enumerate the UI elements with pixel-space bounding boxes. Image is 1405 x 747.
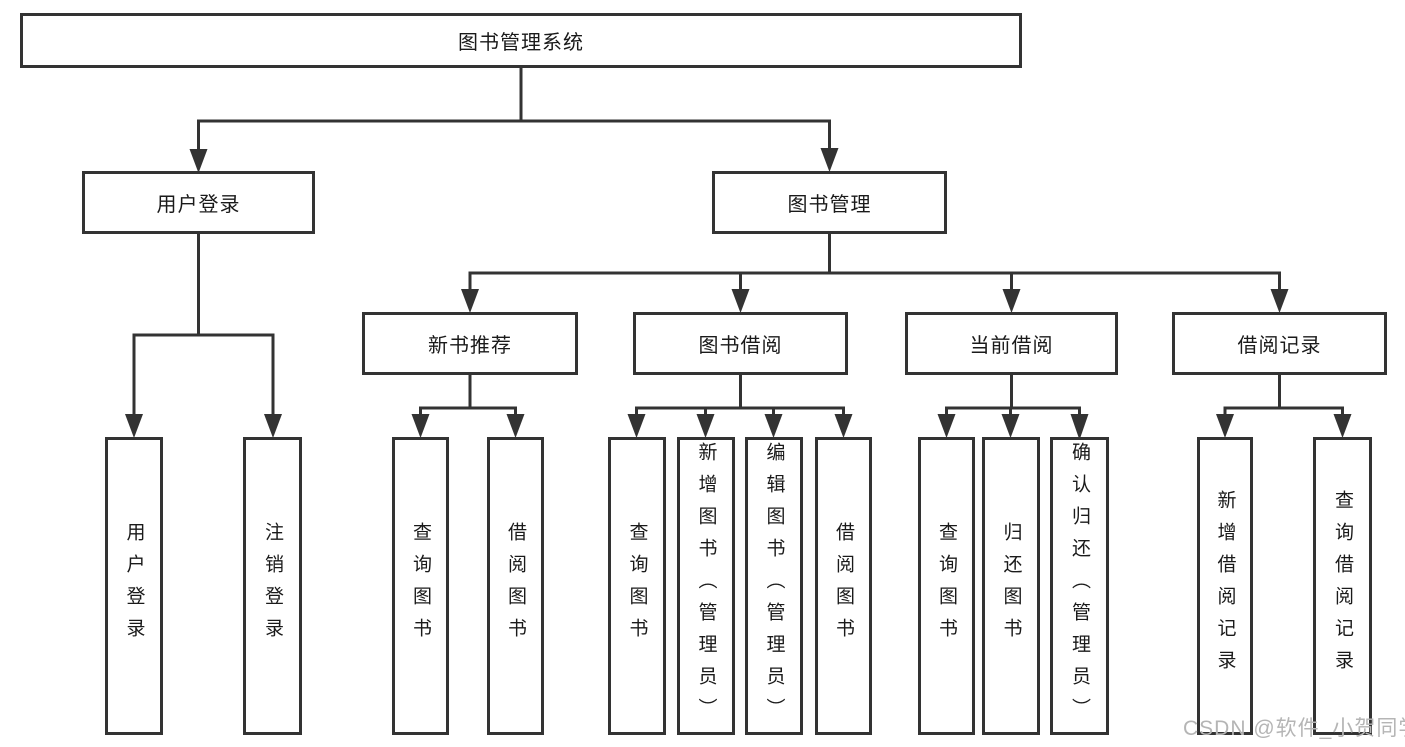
leaf-logout: 注销登录 xyxy=(243,437,302,735)
leaf-user-login-label: 用户登录 xyxy=(123,522,145,650)
node-borrow-record-label: 借阅记录 xyxy=(1237,335,1322,357)
leaf-borrow-book-1-label: 借阅图书 xyxy=(505,522,526,650)
arrow-down-icon xyxy=(731,289,750,313)
arrow-down-icon xyxy=(264,414,282,438)
node-current-borrow-label: 当前借阅 xyxy=(969,335,1054,357)
leaf-add-book-admin-label: 新增图书（管理员） xyxy=(695,442,717,730)
arrow-down-icon xyxy=(627,414,646,438)
arrow-down-icon xyxy=(461,289,479,313)
leaf-borrow-book-2: 借阅图书 xyxy=(815,437,872,735)
leaf-edit-book-admin: 编辑图书（管理员） xyxy=(745,437,803,735)
arrow-down-icon xyxy=(820,148,839,172)
leaf-query-book-1: 查询图书 xyxy=(392,437,449,735)
leaf-query-borrow-record: 查询借阅记录 xyxy=(1313,437,1372,735)
node-current-borrow: 当前借阅 xyxy=(905,312,1118,375)
arrow-down-icon xyxy=(834,414,853,438)
leaf-user-login: 用户登录 xyxy=(105,437,163,735)
node-user-login: 用户登录 xyxy=(82,171,315,234)
leaf-return-book: 归还图书 xyxy=(982,437,1040,735)
arrow-down-icon xyxy=(506,414,525,438)
arrow-down-icon xyxy=(696,414,715,438)
leaf-add-borrow-record: 新增借阅记录 xyxy=(1197,437,1253,735)
leaf-confirm-return-admin: 确认归还（管理员） xyxy=(1050,437,1109,735)
leaf-borrow-book-1: 借阅图书 xyxy=(487,437,544,735)
leaf-query-book-1-label: 查询图书 xyxy=(410,522,431,650)
leaf-add-borrow-record-label: 新增借阅记录 xyxy=(1214,490,1236,682)
leaf-query-book-3-label: 查询图书 xyxy=(936,522,957,650)
arrow-down-icon xyxy=(1070,414,1089,440)
leaf-borrow-book-2-label: 借阅图书 xyxy=(833,522,854,650)
leaf-query-book-3: 查询图书 xyxy=(918,437,975,735)
leaf-edit-book-admin-label: 编辑图书（管理员） xyxy=(763,442,785,730)
node-library-system: 图书管理系统 xyxy=(20,13,1022,68)
arrow-down-icon xyxy=(125,414,143,438)
leaf-query-borrow-record-label: 查询借阅记录 xyxy=(1332,490,1353,682)
arrow-down-icon xyxy=(189,149,208,173)
node-book-borrow: 图书借阅 xyxy=(633,312,848,375)
leaf-return-book-label: 归还图书 xyxy=(1000,522,1022,650)
leaf-query-book-2-label: 查询图书 xyxy=(626,522,648,650)
leaf-logout-label: 注销登录 xyxy=(262,522,283,650)
watermark: CSDN @软件_小贺同学 xyxy=(1183,717,1405,740)
node-book-management-label: 图书管理 xyxy=(787,194,872,216)
arrow-down-icon xyxy=(411,414,430,438)
node-borrow-record: 借阅记录 xyxy=(1172,312,1387,375)
node-new-book-recommend-label: 新书推荐 xyxy=(428,335,512,357)
node-new-book-recommend: 新书推荐 xyxy=(362,312,578,375)
node-book-borrow-label: 图书借阅 xyxy=(698,335,783,357)
node-user-login-label: 用户登录 xyxy=(156,194,241,216)
node-book-management: 图书管理 xyxy=(712,171,947,234)
arrow-down-icon xyxy=(1001,414,1020,438)
arrow-down-icon xyxy=(1333,414,1352,438)
arrow-down-icon xyxy=(1216,414,1234,438)
leaf-query-book-2: 查询图书 xyxy=(608,437,666,735)
arrow-down-icon xyxy=(1270,289,1289,313)
leaf-add-book-admin: 新增图书（管理员） xyxy=(677,437,735,735)
leaf-confirm-return-admin-label: 确认归还（管理员） xyxy=(1069,442,1090,730)
arrow-down-icon xyxy=(1002,289,1021,313)
arrow-down-icon xyxy=(937,414,956,438)
arrow-down-icon xyxy=(764,414,783,438)
node-library-system-label: 图书管理系统 xyxy=(458,32,584,54)
